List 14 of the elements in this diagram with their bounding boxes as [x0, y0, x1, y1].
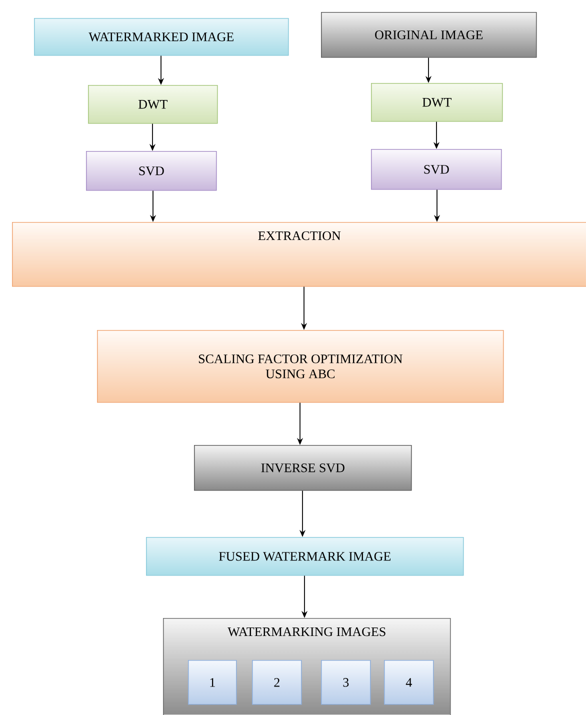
process-box: INVERSE SVD	[194, 445, 412, 491]
process-box: FUSED WATERMARK IMAGE	[146, 537, 464, 576]
process-box: DWT	[371, 83, 503, 122]
item-box: 2	[252, 660, 302, 705]
item-box: 4	[384, 660, 434, 705]
process-box: SVD	[86, 151, 217, 191]
process-box: ORIGINAL IMAGE	[321, 12, 537, 58]
item-box: 3	[321, 660, 371, 705]
process-box: WATERMARKED IMAGE	[34, 18, 289, 56]
process-box: SCALING FACTOR OPTIMIZATION USING ABC	[97, 330, 504, 403]
process-box: DWT	[88, 85, 218, 124]
process-box: EXTRACTION	[12, 222, 586, 287]
process-box: SVD	[371, 149, 502, 190]
item-box: 1	[188, 660, 237, 705]
